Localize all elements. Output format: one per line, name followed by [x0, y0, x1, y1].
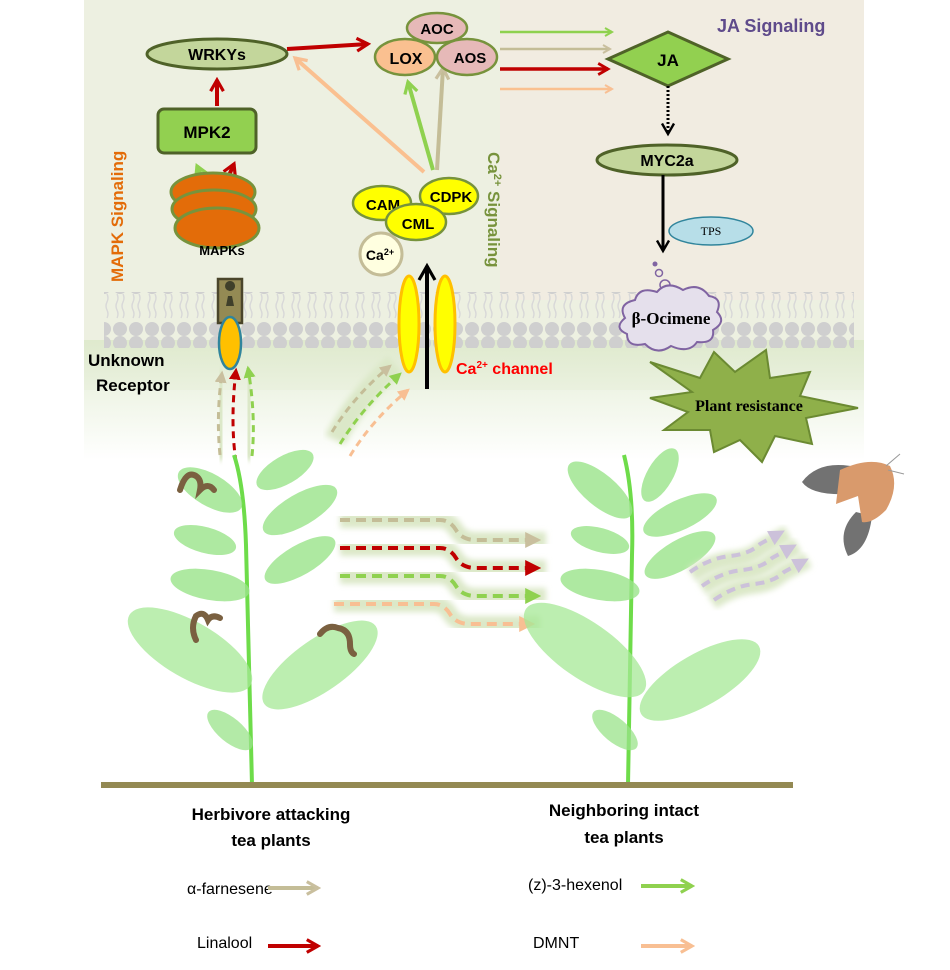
legend-item-dmnt: DMNT	[533, 935, 696, 954]
unknown-receptor-bottom	[217, 315, 243, 371]
volatiles-to-ca-channel	[325, 355, 410, 457]
beta-ocimene-label: β-Ocimene	[632, 309, 711, 328]
legend-item-z3-hexenol: (z)-3-hexenol	[528, 877, 696, 894]
plant-resistance-burst	[649, 348, 859, 464]
aos-label: AOS	[454, 50, 487, 67]
legend-item-alpha-farnesene: α-farnesene	[187, 880, 322, 898]
mpk2-node	[156, 107, 258, 155]
legend: α-farnesene Linalool (z)-3-hexenol DMNT	[187, 877, 696, 954]
aoc-label: AOC	[420, 21, 454, 38]
cml-label: CML	[402, 216, 435, 233]
ja-signaling-title: JA Signaling	[717, 16, 825, 36]
cell-membrane	[104, 292, 854, 348]
lox-node	[373, 37, 437, 77]
arrow-ca-to-lox	[403, 78, 435, 171]
unknown-receptor-label-line2: Receptor	[96, 376, 170, 395]
left-plant-caption-line2: tea plants	[231, 831, 310, 850]
unknown-receptor-label-line1: Unknown	[88, 351, 165, 370]
legend-label: DMNT	[533, 935, 579, 952]
beta-ocimene-cloud	[618, 284, 723, 352]
mpk2-label: MPK2	[183, 123, 230, 142]
arrow-ca-to-wrkys	[292, 55, 426, 174]
legend-label: α-farnesene	[187, 881, 273, 898]
mapks-node	[169, 171, 261, 250]
cam-label: CAM	[366, 197, 400, 214]
arrow-ca-to-aos	[434, 64, 451, 171]
moth-icon	[802, 453, 905, 556]
herbivore-attacked-plant	[127, 449, 378, 786]
caterpillar-icon	[190, 610, 223, 643]
ca-channel-left	[397, 274, 421, 374]
mapks-label: MAPKs	[199, 243, 245, 258]
caterpillar-icon	[177, 471, 217, 500]
myc2a-node	[595, 143, 739, 177]
volatile-streams-to-moth	[687, 525, 812, 609]
cml-node	[384, 202, 448, 242]
tps-node	[668, 216, 754, 246]
ca-signaling-title: Ca2+ Signaling	[484, 152, 503, 268]
lox-label: LOX	[390, 51, 423, 68]
volatile-bubble	[654, 268, 664, 278]
mapk-signaling-title: MAPK Signaling	[108, 151, 127, 282]
volatile-streams-between-plants	[334, 512, 546, 632]
cdpk-node	[418, 176, 480, 216]
right-plant-caption-line2: tea plants	[584, 828, 663, 847]
plant-resistance-label: Plant resistance	[695, 398, 803, 415]
caterpillar-icon	[317, 623, 357, 657]
aoc-node	[405, 11, 469, 45]
tps-label: TPS	[701, 224, 722, 238]
ca-channel-label: Ca2+ channel	[456, 360, 553, 378]
volatile-bubble	[652, 261, 658, 267]
arrow-wrkys-to-lox	[286, 36, 372, 53]
keyhole-icon	[225, 281, 236, 306]
cdpk-label: CDPK	[430, 189, 473, 206]
calcium-ion-label: Ca2+	[366, 247, 394, 263]
volatiles-to-receptor	[213, 365, 257, 463]
aos-node	[435, 37, 499, 77]
neighboring-intact-plant	[523, 448, 761, 786]
ca-channel-right	[433, 274, 457, 374]
left-plant-caption-line1: Herbivore attacking	[192, 805, 351, 824]
ground-line	[101, 782, 793, 788]
right-plant-caption-line1: Neighboring intact	[549, 801, 700, 820]
calcium-ion	[358, 231, 404, 277]
ja-node	[604, 30, 732, 88]
legend-label: Linalool	[197, 935, 252, 952]
legend-label: (z)-3-hexenol	[528, 877, 622, 894]
myc2a-label: MYC2a	[640, 153, 693, 170]
wrkys-label: WRKYs	[188, 47, 246, 64]
wrkys-node	[145, 37, 289, 71]
ja-label: JA	[657, 51, 679, 70]
legend-item-linalool: Linalool	[197, 935, 322, 954]
